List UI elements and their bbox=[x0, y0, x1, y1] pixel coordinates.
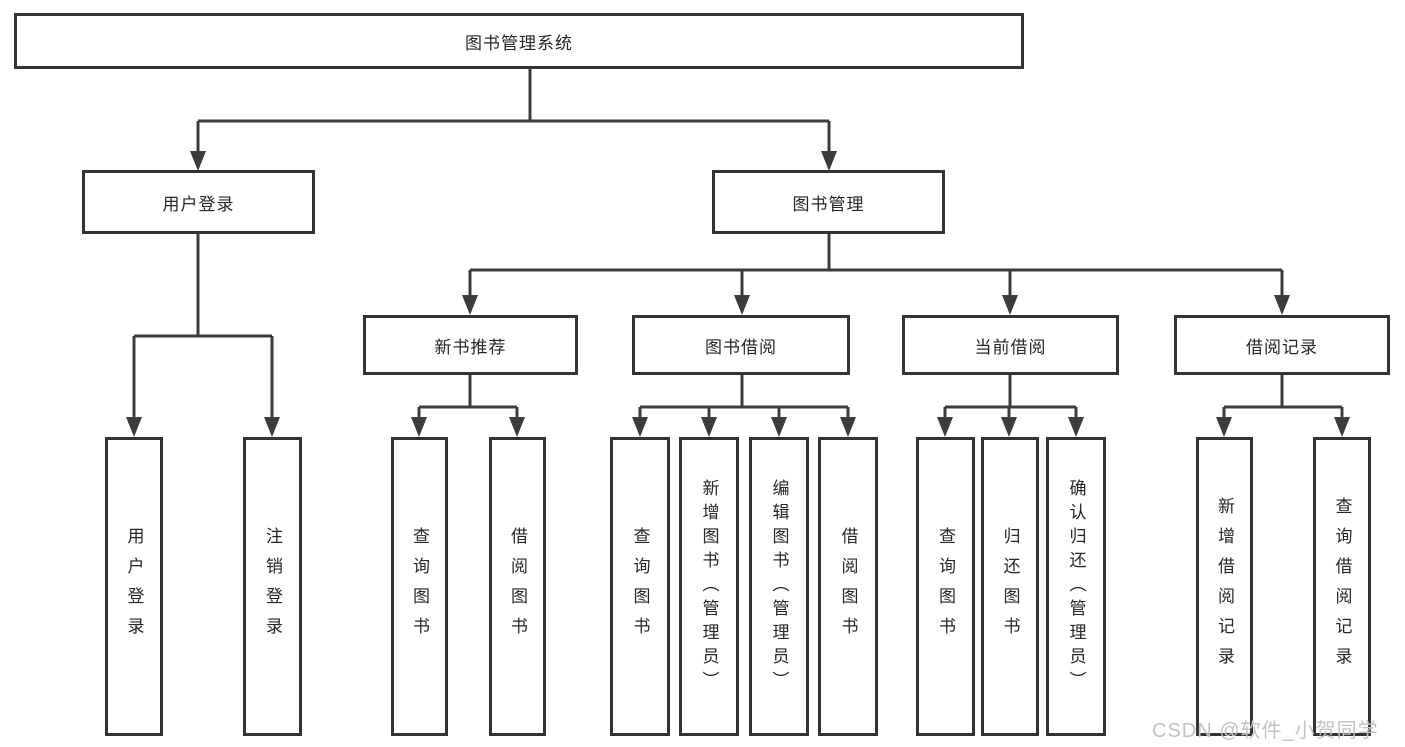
arrowhead bbox=[1274, 295, 1290, 315]
connector-book-mgmt-fork bbox=[468, 234, 1284, 297]
connector-root-fork bbox=[196, 69, 831, 154]
leaf-query-books-borrowing: 查询图书 bbox=[610, 437, 670, 736]
node-label: 图书管理系统 bbox=[465, 33, 573, 53]
node-label: 查询图书 bbox=[630, 526, 650, 647]
connector-borrow-records-fork bbox=[1222, 375, 1344, 419]
node-library-management-system: 图书管理系统 bbox=[14, 13, 1024, 69]
arrowhead bbox=[1068, 417, 1084, 437]
arrowhead bbox=[840, 417, 856, 437]
node-user-login: 用户登录 bbox=[82, 170, 315, 234]
leaf-query-borrow-record: 查询借阅记录 bbox=[1313, 437, 1371, 736]
node-label: 确认归还（管理员） bbox=[1066, 478, 1086, 695]
connector-current-borrowing-fork bbox=[943, 375, 1078, 419]
node-label: 编辑图书（管理员） bbox=[769, 478, 789, 695]
node-label: 图书管理 bbox=[792, 194, 865, 214]
node-label: 查询图书 bbox=[936, 526, 955, 647]
leaf-return-books: 归还图书 bbox=[981, 437, 1039, 736]
connector-new-book-fork bbox=[417, 375, 519, 419]
arrowhead bbox=[264, 417, 280, 437]
connector-book-borrowing-fork bbox=[638, 375, 850, 419]
leaf-logout: 注销登录 bbox=[243, 437, 302, 736]
node-label: 当前借阅 bbox=[974, 337, 1047, 357]
node-label: 借阅记录 bbox=[1246, 337, 1318, 357]
node-label: 图书借阅 bbox=[705, 337, 777, 357]
node-book-management: 图书管理 bbox=[712, 170, 945, 234]
node-label: 用户登录 bbox=[124, 526, 144, 647]
leaf-borrow-books-recommend: 借阅图书 bbox=[489, 437, 546, 736]
node-label: 查询图书 bbox=[410, 526, 429, 647]
node-label: 新增借阅记录 bbox=[1215, 496, 1234, 677]
leaf-add-book-admin: 新增图书（管理员） bbox=[679, 437, 739, 736]
node-new-book-recommendation: 新书推荐 bbox=[363, 315, 578, 375]
arrowhead bbox=[190, 151, 206, 171]
arrowhead bbox=[771, 417, 787, 437]
leaf-edit-book-admin: 编辑图书（管理员） bbox=[749, 437, 809, 736]
node-label: 新增图书（管理员） bbox=[699, 478, 719, 695]
arrowhead bbox=[734, 295, 750, 315]
node-book-borrowing: 图书借阅 bbox=[632, 315, 850, 375]
node-label: 借阅图书 bbox=[838, 526, 858, 647]
arrowhead bbox=[1001, 417, 1017, 437]
node-label: 新书推荐 bbox=[434, 337, 507, 357]
node-label: 借阅图书 bbox=[508, 526, 527, 647]
node-label: 用户登录 bbox=[162, 194, 235, 214]
node-label: 注销登录 bbox=[263, 526, 282, 647]
arrowhead bbox=[411, 417, 427, 437]
leaf-borrow-books-borrowing: 借阅图书 bbox=[818, 437, 878, 736]
leaf-query-books-current: 查询图书 bbox=[916, 437, 975, 736]
node-current-borrowing: 当前借阅 bbox=[902, 315, 1119, 375]
leaf-confirm-return-admin: 确认归还（管理员） bbox=[1046, 437, 1106, 736]
arrowhead bbox=[1216, 417, 1232, 437]
leaf-add-borrow-record: 新增借阅记录 bbox=[1196, 437, 1253, 736]
arrowhead bbox=[821, 151, 837, 171]
arrowhead bbox=[1002, 295, 1018, 315]
arrowhead bbox=[632, 417, 648, 437]
leaf-user-login: 用户登录 bbox=[105, 437, 163, 736]
arrowhead bbox=[462, 295, 478, 315]
arrowhead bbox=[937, 417, 953, 437]
node-borrowing-records: 借阅记录 bbox=[1174, 315, 1390, 375]
csdn-watermark: CSDN @软件_小贺同学 bbox=[1152, 720, 1379, 742]
arrowhead bbox=[1334, 417, 1350, 437]
node-label: 归还图书 bbox=[1000, 526, 1020, 647]
arrowhead bbox=[126, 417, 142, 437]
arrowhead bbox=[701, 417, 717, 437]
leaf-query-books-recommend: 查询图书 bbox=[391, 437, 448, 736]
connector-user-login-fork bbox=[132, 234, 274, 419]
node-label: 查询借阅记录 bbox=[1332, 496, 1352, 677]
arrowhead bbox=[509, 417, 525, 437]
